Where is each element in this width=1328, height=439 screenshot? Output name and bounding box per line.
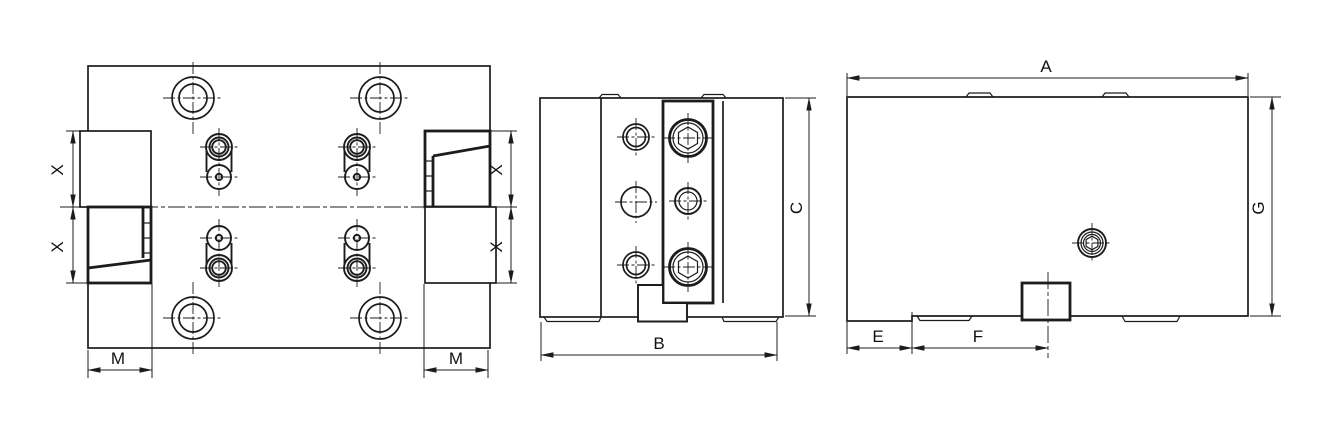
- front-top-tab-left: [598, 93, 622, 99]
- side-foot-right: [1121, 315, 1181, 323]
- front-foot-left: [543, 316, 602, 323]
- dim-label-a: A: [1040, 57, 1052, 76]
- dim-label-x-left-lower: X: [48, 241, 67, 252]
- dimension-a: A: [846, 57, 1249, 96]
- dimension-b: B: [540, 322, 778, 361]
- dimension-x-right: X X: [487, 130, 517, 284]
- dimension-x-left: X X: [48, 130, 88, 284]
- front-view: B C: [539, 93, 816, 361]
- front-key-tongue: [637, 284, 688, 323]
- dimension-m-left: M: [87, 284, 153, 378]
- dimension-c: C: [785, 97, 816, 317]
- front-center-ring-hole: [669, 182, 707, 220]
- counterbore-hole-top-left: [163, 62, 223, 134]
- side-foot-left: [916, 315, 973, 322]
- slot-holes-upper-right: [338, 128, 376, 196]
- counterbore-hole-bottom-right: [350, 282, 410, 354]
- dim-label-f: F: [973, 327, 983, 346]
- dim-label-x-right-upper: X: [487, 164, 506, 175]
- dim-label-m-right: M: [449, 349, 463, 368]
- slot-holes-lower-left: [200, 219, 238, 287]
- counterbore-hole-top-right: [350, 62, 410, 134]
- slot-holes-upper-left: [200, 128, 238, 196]
- dim-label-e: E: [872, 327, 883, 346]
- side-view: A G E F: [846, 57, 1281, 358]
- side-hex-socket-screw: [1072, 223, 1112, 263]
- left-jaw: [79, 130, 153, 285]
- front-left-holes: [615, 118, 657, 284]
- hex-socket-screw-bottom: [663, 242, 713, 292]
- slot-holes-lower-right: [338, 219, 376, 287]
- dim-label-x-right-lower: X: [487, 241, 506, 252]
- front-top-tab-right: [700, 93, 727, 99]
- top-view: X X X X M M: [48, 62, 517, 378]
- dimension-g: G: [1249, 96, 1281, 317]
- dimension-m-right: M: [423, 284, 489, 378]
- hex-socket-screw-top: [663, 113, 713, 163]
- counterbore-hole-bottom-left: [163, 282, 223, 354]
- dim-label-c: C: [787, 202, 806, 214]
- front-foot-right: [721, 316, 780, 323]
- dim-label-m-left: M: [111, 349, 125, 368]
- right-jaw: [423, 129, 497, 284]
- side-top-tab-left: [965, 92, 994, 98]
- dim-label-b: B: [653, 334, 664, 353]
- side-top-tab-right: [1101, 92, 1130, 98]
- dim-label-x-left-upper: X: [48, 164, 67, 175]
- side-key-block: [1020, 281, 1072, 322]
- front-view-body: [539, 97, 784, 318]
- dimension-f: F: [911, 327, 1049, 351]
- dim-label-g: G: [1249, 201, 1268, 214]
